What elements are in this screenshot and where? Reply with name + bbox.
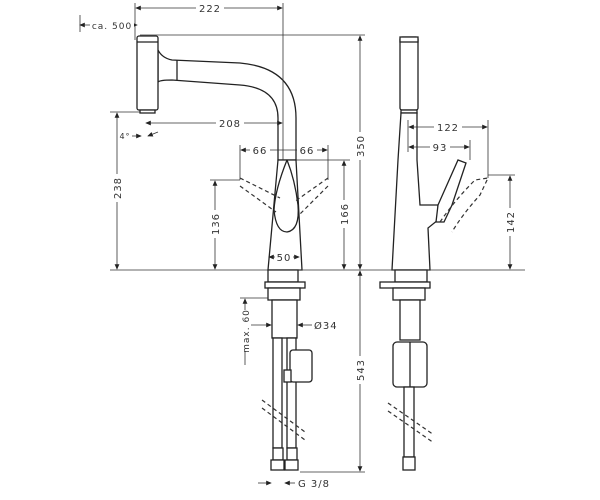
dim-total-height: 350	[356, 135, 367, 157]
dim-side-lever-handle: 93	[433, 143, 448, 154]
extension-lines	[110, 3, 525, 473]
dim-pullout: ca. 500	[92, 22, 132, 32]
dimension-labels: 222 ca. 500 350 208 4° 238 66 66 136 166…	[90, 2, 517, 490]
dim-thread: G 3/8	[298, 479, 330, 490]
dim-lever-left: 66	[253, 146, 268, 157]
dim-hose-length: 543	[356, 359, 367, 381]
dim-spout-height: 238	[113, 177, 124, 199]
side-view-faucet	[379, 36, 490, 471]
dim-shank-diameter: Ø34	[314, 320, 338, 332]
dim-lever-right: 66	[300, 146, 315, 157]
dim-max-thickness: max. 60	[242, 309, 252, 353]
front-view-installation-parts	[261, 269, 313, 471]
dim-side-lever-height: 142	[506, 211, 517, 233]
front-view-faucet	[136, 35, 329, 271]
dim-lever-height-left: 136	[211, 213, 222, 235]
dim-total-reach: 222	[199, 4, 221, 15]
dim-base-diameter: 50	[277, 253, 292, 264]
dim-side-lever-reach: 122	[437, 123, 459, 134]
dim-spray-angle: 4°	[119, 132, 130, 141]
dim-spout-reach: 208	[219, 119, 241, 130]
dim-body-height: 166	[340, 203, 351, 225]
